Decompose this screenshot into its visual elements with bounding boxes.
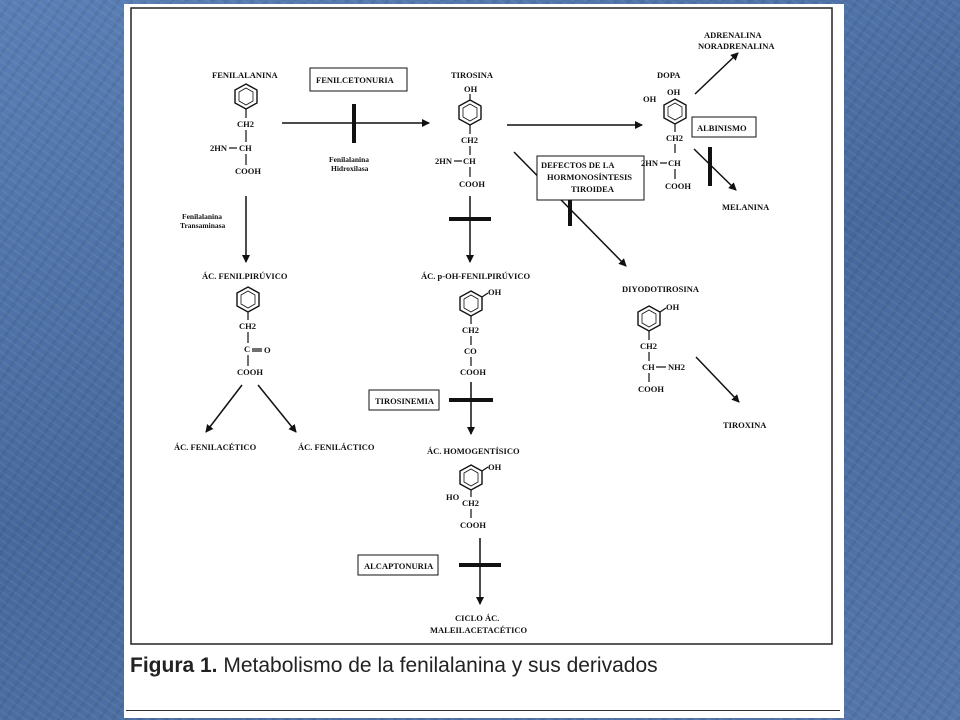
hidroxilasa-line2: Hidroxilasa	[331, 164, 369, 173]
noradrenalina-label: NORADRENALINA	[698, 41, 775, 51]
tirosinemia-box	[368, 389, 440, 411]
ch-group: CH	[642, 362, 655, 372]
dopa-label: DOPA	[657, 70, 681, 80]
cooh-group: COOH	[235, 166, 261, 176]
ch2-group: CH2	[461, 135, 478, 145]
diyodotirosina-to-tiroxina-arrow	[695, 356, 740, 403]
fenilpiruvico-label: ÁC. FENILPIRÚVICO	[202, 271, 288, 281]
tiroxina-label: TIROXINA	[723, 420, 767, 430]
cooh-group: COOH	[460, 520, 486, 530]
tirosinemia-label: TIROSINEMIA	[375, 396, 435, 406]
cooh-group: COOH	[460, 367, 486, 377]
ch-group: CH	[463, 156, 476, 166]
o-group: O	[264, 345, 271, 355]
ciclo-line1: CICLO ÁC.	[455, 613, 499, 623]
transaminasa-block: Fenilalanina Transaminasa	[180, 196, 250, 263]
ch-group: CH	[668, 158, 681, 168]
oh-group: OH	[666, 302, 680, 312]
oh-group: OH	[643, 94, 657, 104]
oh-group: OH	[488, 287, 502, 297]
amine-group: 2HN	[641, 158, 659, 168]
cooh-group: COOH	[237, 367, 263, 377]
caption-rule	[126, 710, 840, 711]
amine-group: 2HN	[435, 156, 453, 166]
amine-group: 2HN	[210, 143, 228, 153]
fenilactico-label: ÁC. FENILÁCTICO	[298, 442, 375, 452]
ch2-group: CH2	[666, 133, 683, 143]
poh-fenilpiruvico-label: ÁC. p-OH-FENILPIRÚVICO	[421, 271, 530, 281]
ch2-group: CH2	[237, 119, 254, 129]
defectos-line2: HORMONOSÍNTESIS	[547, 172, 632, 182]
diyodotirosina-structure: DIYODOTIROSINA OH CH2 CH NH2 COOH TIROXI…	[622, 284, 767, 430]
diyodotirosina-label: DIYODOTIROSINA	[622, 284, 700, 294]
fenilacetico-label: ÁC. FENILACÉTICO	[174, 442, 257, 452]
melanina-label: MELANINA	[722, 202, 770, 212]
defectos-box	[536, 155, 645, 201]
dopa-structure: DOPA OH OH CH2 2HN CH COOH ALBINISMO ADR…	[641, 30, 775, 212]
defectos-line1: DEFECTOS DE LA	[541, 160, 615, 170]
to-fenilacetico-arrow	[205, 384, 243, 433]
tirosina-structure: TIROSINA OH CH2 2HN CH COOH	[435, 70, 643, 267]
tirosina-label: TIROSINA	[451, 70, 494, 80]
figure-caption-label: Figura 1.	[130, 654, 218, 677]
ho-group: HO	[446, 492, 460, 502]
fenilalanina-label: FENILALANINA	[212, 70, 279, 80]
metabolism-diagram: FENILALANINA CH2 2HN CH COOH FENILCETONU…	[130, 7, 833, 645]
alcaptonuria-label: ALCAPTONURIA	[364, 561, 434, 571]
hidroxilasa-line1: Fenilalanina	[329, 155, 369, 164]
fenilalanina-structure: FENILALANINA CH2 2HN CH COOH	[210, 70, 279, 176]
ch2-group: CH2	[462, 498, 479, 508]
homogentisico-label: ÁC. HOMOGENTÍSICO	[427, 446, 520, 456]
fenilcetonuria-box	[309, 67, 408, 92]
cooh-group: COOH	[638, 384, 664, 394]
ch2-group: CH2	[239, 321, 256, 331]
homogentisico-structure: ÁC. HOMOGENTÍSICO OH HO CH2 COOH ALCAPTO…	[357, 446, 528, 635]
oh-group: OH	[488, 462, 502, 472]
fenilpiruvico-structure: ÁC. FENILPIRÚVICO CH2 C O COOH ÁC. FENIL…	[174, 271, 375, 452]
oh-group: OH	[464, 84, 478, 94]
to-fenilactico-arrow	[257, 384, 297, 433]
albinismo-box	[691, 116, 757, 138]
oh-group: OH	[667, 87, 681, 97]
fenilcetonuria-block: FENILCETONURIA Fenilalanina Hidroxilasa	[282, 67, 430, 173]
dopa-to-melanina-arrow	[693, 148, 737, 191]
cooh-group: COOH	[459, 179, 485, 189]
transaminasa-line1: Fenilalanina	[182, 212, 222, 221]
defectos-line3: TIROIDEA	[571, 184, 615, 194]
albinismo-label: ALBINISMO	[697, 123, 747, 133]
alcaptonuria-box	[357, 554, 439, 576]
adrenalina-label: ADRENALINA	[704, 30, 762, 40]
diagram-frame	[130, 7, 833, 645]
nh2-group: NH2	[668, 362, 685, 372]
ch2-group: CH2	[640, 341, 657, 351]
ch-group: CH	[239, 143, 252, 153]
poh-fenilpiruvico-structure: ÁC. p-OH-FENILPIRÚVICO OH CH2 CO COOH TI…	[368, 271, 530, 435]
fenilcetonuria-label: FENILCETONURIA	[316, 75, 395, 85]
dopa-to-adrenalina-arrow	[694, 52, 739, 95]
c-group: C	[244, 344, 250, 354]
figure-caption-text: Metabolismo de la fenilalanina y sus der…	[223, 654, 658, 677]
ch2-group: CH2	[462, 325, 479, 335]
transaminasa-line2: Transaminasa	[180, 221, 226, 230]
figure-caption: Figura 1. Metabolismo de la fenilalanina…	[130, 654, 658, 678]
ciclo-line2: MALEILACETACÉTICO	[430, 625, 528, 635]
co-group: CO	[464, 346, 477, 356]
defectos-block: DEFECTOS DE LA HORMONOSÍNTESIS TIROIDEA	[536, 155, 645, 201]
cooh-group: COOH	[665, 181, 691, 191]
